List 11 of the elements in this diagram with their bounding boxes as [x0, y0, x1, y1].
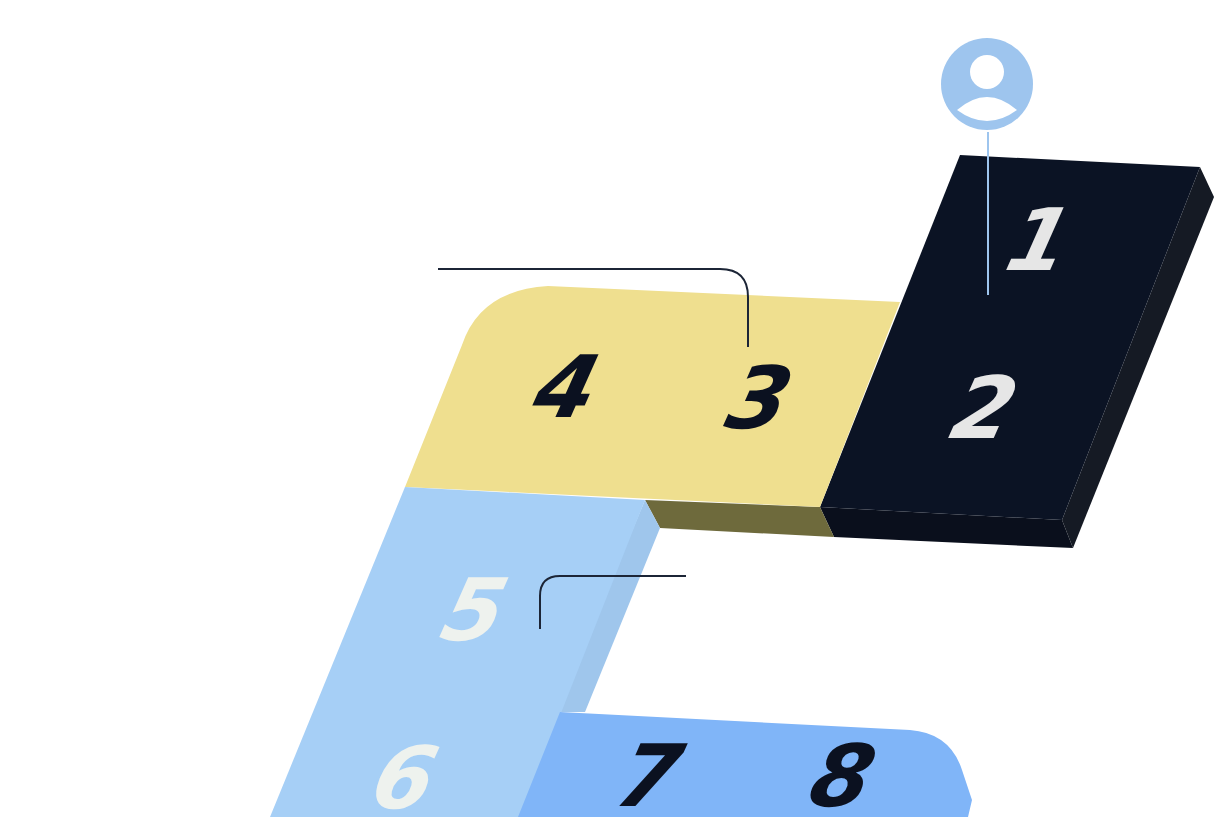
step-number: 4	[526, 344, 608, 430]
leader-line	[437, 268, 749, 348]
leader-line	[539, 575, 687, 630]
step-number: 1	[999, 197, 1081, 283]
step-number: 8	[802, 733, 884, 817]
leader-line	[987, 131, 989, 296]
step-number: 5	[434, 567, 516, 653]
step-number: 2	[944, 365, 1026, 451]
step-number: 6	[364, 735, 446, 817]
step-number: 7	[609, 733, 691, 817]
step-number: 3	[719, 355, 801, 441]
